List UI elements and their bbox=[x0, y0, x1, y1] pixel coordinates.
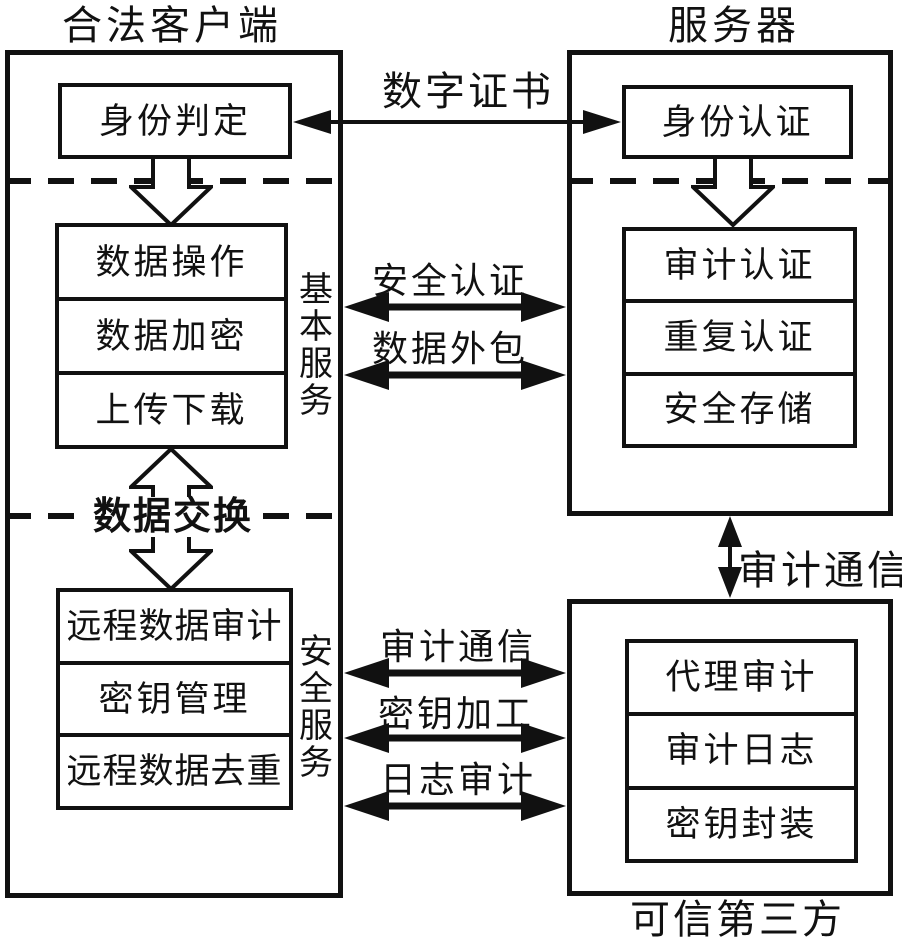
data-exchange-label: 数据交换 bbox=[90, 497, 257, 537]
identity-auth-label: 身份认证 bbox=[661, 102, 814, 142]
basic-service-row: 数据加密 bbox=[59, 297, 284, 371]
security-service-label: 远程数据去重 bbox=[66, 752, 283, 792]
data-outsourcing-label: 数据外包 bbox=[372, 328, 529, 369]
basic-service-label: 上传下载 bbox=[95, 390, 248, 430]
third-party-service-row: 审计日志 bbox=[629, 712, 854, 785]
server-service-label: 审计认证 bbox=[663, 245, 816, 285]
log-audit-label: 日志审计 bbox=[380, 759, 537, 800]
third-party-service-label: 审计日志 bbox=[665, 731, 818, 771]
log-audit-arrow-icon bbox=[344, 791, 566, 821]
server-service-label: 安全存储 bbox=[663, 390, 816, 430]
basic-services-group: 数据操作 数据加密 上传下载 bbox=[55, 223, 288, 449]
auth-flow-down-arrow-icon bbox=[691, 157, 775, 227]
server-panel bbox=[567, 50, 893, 516]
secure-auth-arrow-icon bbox=[344, 292, 566, 322]
security-services-group: 远程数据审计 密钥管理 远程数据去重 bbox=[56, 588, 293, 810]
basic-service-row: 数据操作 bbox=[59, 227, 284, 297]
client-panel bbox=[5, 50, 343, 898]
client-title: 合法客户端 bbox=[62, 4, 282, 48]
security-service-row: 远程数据去重 bbox=[60, 733, 289, 806]
third-party-panel bbox=[567, 599, 893, 896]
identity-flow-down-arrow-icon bbox=[129, 157, 213, 227]
third-party-service-row: 密钥封装 bbox=[629, 785, 854, 859]
server-services-group: 审计认证 重复认证 安全存储 bbox=[622, 227, 857, 448]
audit-comm-left-arrow-icon bbox=[344, 658, 566, 688]
secure-auth-label: 安全认证 bbox=[372, 260, 529, 301]
digital-certificate-arrow-icon bbox=[293, 110, 621, 134]
digital-certificate-label: 数字证书 bbox=[382, 70, 554, 114]
basic-services-vertical-label: 基本服务 bbox=[299, 271, 333, 420]
third-party-service-label: 代理审计 bbox=[665, 658, 818, 698]
basic-service-label: 数据操作 bbox=[95, 242, 248, 282]
security-service-label: 密钥管理 bbox=[98, 679, 251, 719]
key-processing-arrow-icon bbox=[344, 723, 566, 753]
identity-auth-box: 身份认证 bbox=[622, 85, 853, 159]
server-title: 服务器 bbox=[668, 4, 800, 48]
server-service-label: 重复认证 bbox=[663, 317, 816, 357]
security-service-row: 远程数据审计 bbox=[60, 592, 289, 661]
identity-judgement-label: 身份判定 bbox=[98, 101, 251, 141]
security-services-vertical-label: 安全服务 bbox=[299, 633, 333, 782]
data-outsourcing-arrow-icon bbox=[344, 360, 566, 390]
basic-service-row: 上传下载 bbox=[59, 371, 284, 445]
security-service-row: 密钥管理 bbox=[60, 660, 289, 734]
server-service-row: 审计认证 bbox=[626, 231, 853, 299]
audit-comm-left-label: 审计通信 bbox=[380, 626, 537, 667]
third-party-services-group: 代理审计 审计日志 密钥封装 bbox=[625, 639, 858, 863]
server-service-row: 安全存储 bbox=[626, 371, 853, 444]
third-party-title: 可信第三方 bbox=[630, 898, 845, 942]
third-party-service-label: 密钥封装 bbox=[665, 804, 818, 844]
key-processing-label: 密钥加工 bbox=[378, 693, 535, 734]
server-service-row: 重复认证 bbox=[626, 299, 853, 371]
third-party-service-row: 代理审计 bbox=[629, 643, 854, 712]
security-service-label: 远程数据审计 bbox=[66, 606, 283, 646]
identity-judgement-box: 身份判定 bbox=[58, 83, 292, 159]
basic-service-label: 数据加密 bbox=[95, 316, 248, 356]
audit-comm-right-label: 审计通信 bbox=[738, 549, 902, 593]
audit-comm-right-arrow-icon bbox=[718, 516, 742, 598]
